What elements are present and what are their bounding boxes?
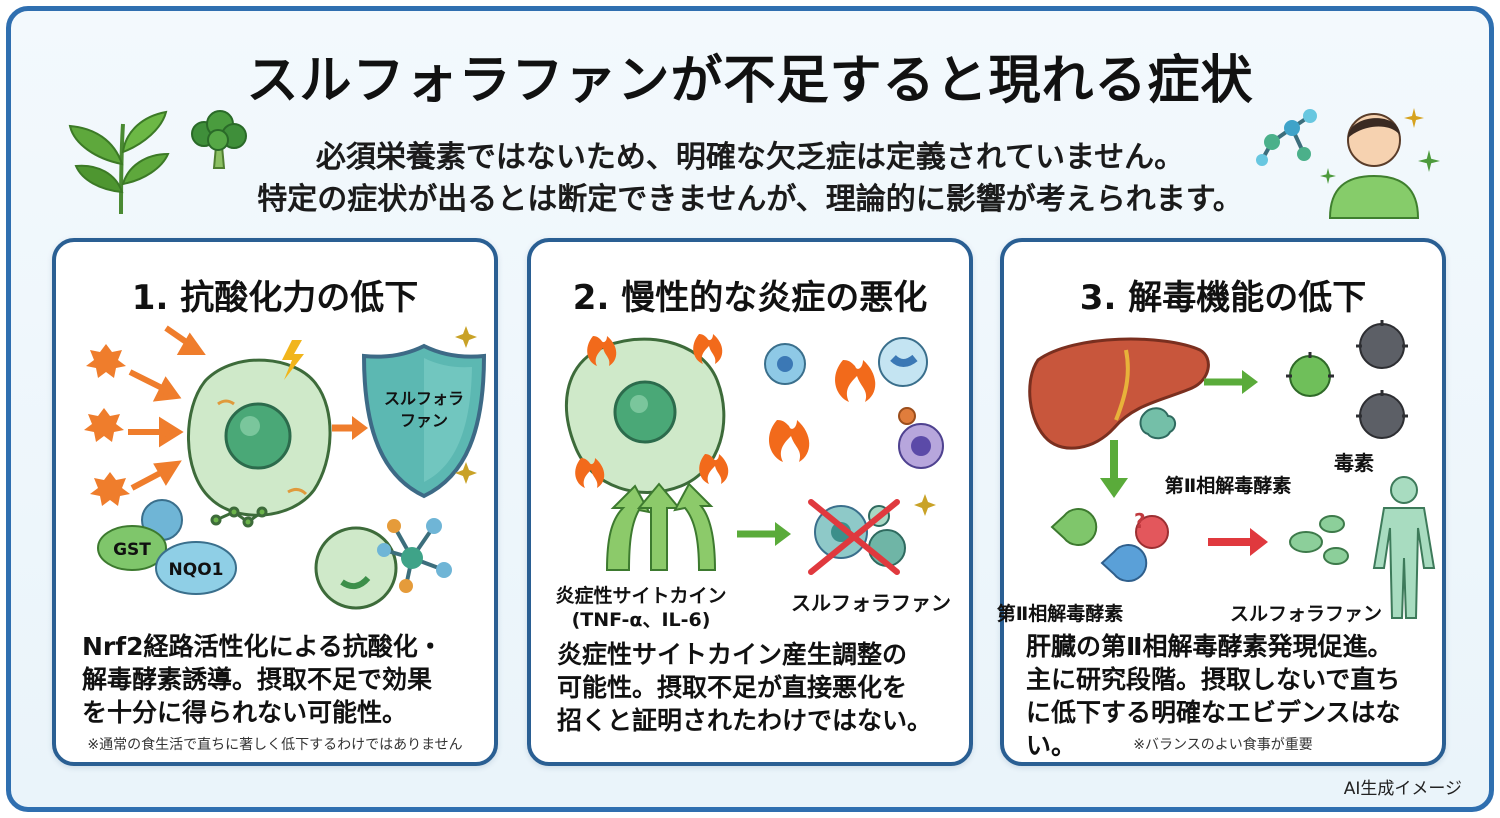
- card-note: ※バランスのよい食事が重要: [1133, 737, 1313, 753]
- antioxidant-illustration: スルフォラ ファン GST NQO1: [84, 325, 487, 610]
- lightning-icon: [282, 340, 304, 380]
- card-inflammation: 2. 慢性的な炎症の悪化: [527, 238, 973, 766]
- molecule-icon: [210, 506, 268, 528]
- subtitle-line-2: 特定の症状が出るとは断定できませんが、理論的に影響が考えられます。: [257, 182, 1243, 217]
- page-title: スルフォラファンが不足すると現れる症状: [246, 51, 1254, 111]
- card-body-line: 炎症性サイトカイン産生調整の: [557, 640, 908, 669]
- molecule-icon: [1256, 109, 1317, 166]
- arrow-icon: [605, 482, 717, 571]
- card-heading: 2. 慢性的な炎症の悪化: [572, 278, 928, 318]
- fire-icon: [575, 334, 876, 488]
- card-body-line: 肝臓の第Ⅱ相解毒酵素発現促進。: [1026, 632, 1393, 661]
- phase2-enzyme-label: 第Ⅱ相解毒酵素: [1165, 474, 1292, 497]
- card-body-line: 可能性。摂取不足が直接悪化を: [557, 673, 908, 702]
- card-body-line: に低下する明確なエビデンスはない。: [1026, 698, 1401, 760]
- card-antioxidant: 1. 抗酸化力の低下 スルフォラ ファン: [52, 238, 498, 766]
- card-heading: 1. 抗酸化力の低下: [131, 278, 419, 318]
- phase2-enzyme-label: 第Ⅱ相解毒酵素: [997, 602, 1124, 625]
- inflammation-illustration: 炎症性サイトカイン (TNF-α、IL-6) スルフォラファン: [555, 334, 951, 631]
- cross-icon: [808, 499, 900, 575]
- card-heading: 3. 解毒機能の低下: [1079, 278, 1367, 318]
- footer-caption: AI生成イメージ: [1343, 779, 1462, 799]
- detox-illustration: 毒素 第Ⅱ相解毒酵素 ? 第Ⅱ相解毒酵素 スルフォラファン: [997, 320, 1436, 625]
- shield-label: スルフォラ: [384, 389, 464, 408]
- person-icon: [1328, 113, 1420, 219]
- sparkle-icon: [1418, 150, 1440, 172]
- sparkle-icon: [1320, 168, 1336, 184]
- card-body-line: 解毒酵素誘導。摂取不足で効果: [82, 665, 433, 694]
- virus-icon: [764, 337, 944, 469]
- human-silhouette-icon: [1372, 476, 1436, 619]
- arrow-icon: [128, 325, 206, 491]
- cytokine-label: 炎症性サイトカイン: [555, 584, 726, 607]
- card-note: ※通常の食生活で直ちに著しく低下するわけではありません: [87, 737, 463, 753]
- card-body-line: 招くと証明されたわけではない。: [557, 706, 933, 735]
- card-detox: 3. 解毒機能の低下 毒素 第Ⅱ相解毒酵素 ?: [997, 238, 1446, 766]
- sparkle-icon: [914, 494, 936, 516]
- sulforaphane-label: スルフォラファン: [791, 591, 951, 615]
- shield-label: ファン: [400, 411, 448, 430]
- free-radical-icon: [84, 344, 130, 506]
- sparkle-icon: [455, 462, 477, 484]
- sparkle-icon: [1404, 108, 1424, 128]
- card-body-line: Nrf2経路活性化による抗酸化・: [82, 632, 443, 661]
- card-body-line: を十分に得られない可能性。: [82, 698, 408, 727]
- leaf-icon: [68, 110, 170, 215]
- sparkle-icon: [455, 326, 477, 348]
- enzyme-label: NQO1: [169, 560, 224, 580]
- broccoli-icon: [191, 110, 247, 169]
- toxin-label: 毒素: [1334, 451, 1374, 475]
- subtitle-line-1: 必須栄養素ではないため、明確な欠乏症は定義されていません。: [315, 140, 1185, 175]
- enzyme-label: GST: [113, 540, 151, 560]
- sulforaphane-label: スルフォラファン: [1230, 603, 1382, 625]
- svg-text:?: ?: [1134, 509, 1146, 533]
- cytokine-label: (TNF-α、IL-6): [572, 609, 711, 631]
- liver-icon: [1028, 337, 1210, 450]
- card-body-line: 主に研究段階。摂取しないで直ち: [1026, 665, 1401, 694]
- virus-icon: [1286, 320, 1408, 439]
